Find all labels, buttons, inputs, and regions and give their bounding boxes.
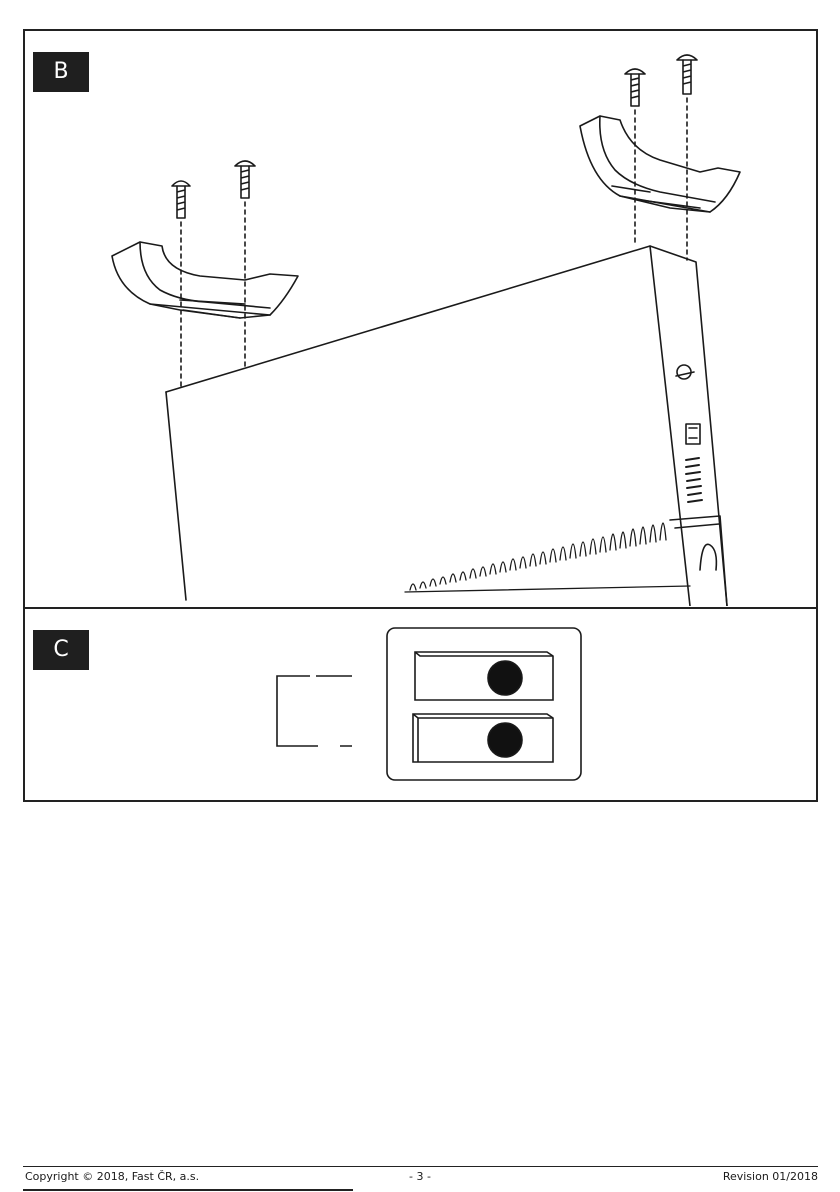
right-foot-bracket [580,116,740,212]
footer-revision: Revision 01/2018 [723,1170,818,1183]
footer-rule [23,1166,818,1167]
switch-bottom [413,714,553,762]
side-switch-icon [686,424,700,444]
left-screws [172,161,255,388]
right-screws [625,55,697,260]
footer-page-number: - 3 - [0,1170,840,1183]
switch-panel [387,628,581,780]
switch-detail [277,628,581,780]
switch-bottom-indicator-icon [488,723,522,757]
heater-body [166,246,727,606]
bottom-rule [23,1189,353,1191]
switch-top-indicator-icon [488,661,522,695]
left-foot-bracket [112,242,298,318]
grille-fins [405,523,690,592]
thermostat-knob-icon [677,365,691,379]
switch-top [415,652,553,700]
